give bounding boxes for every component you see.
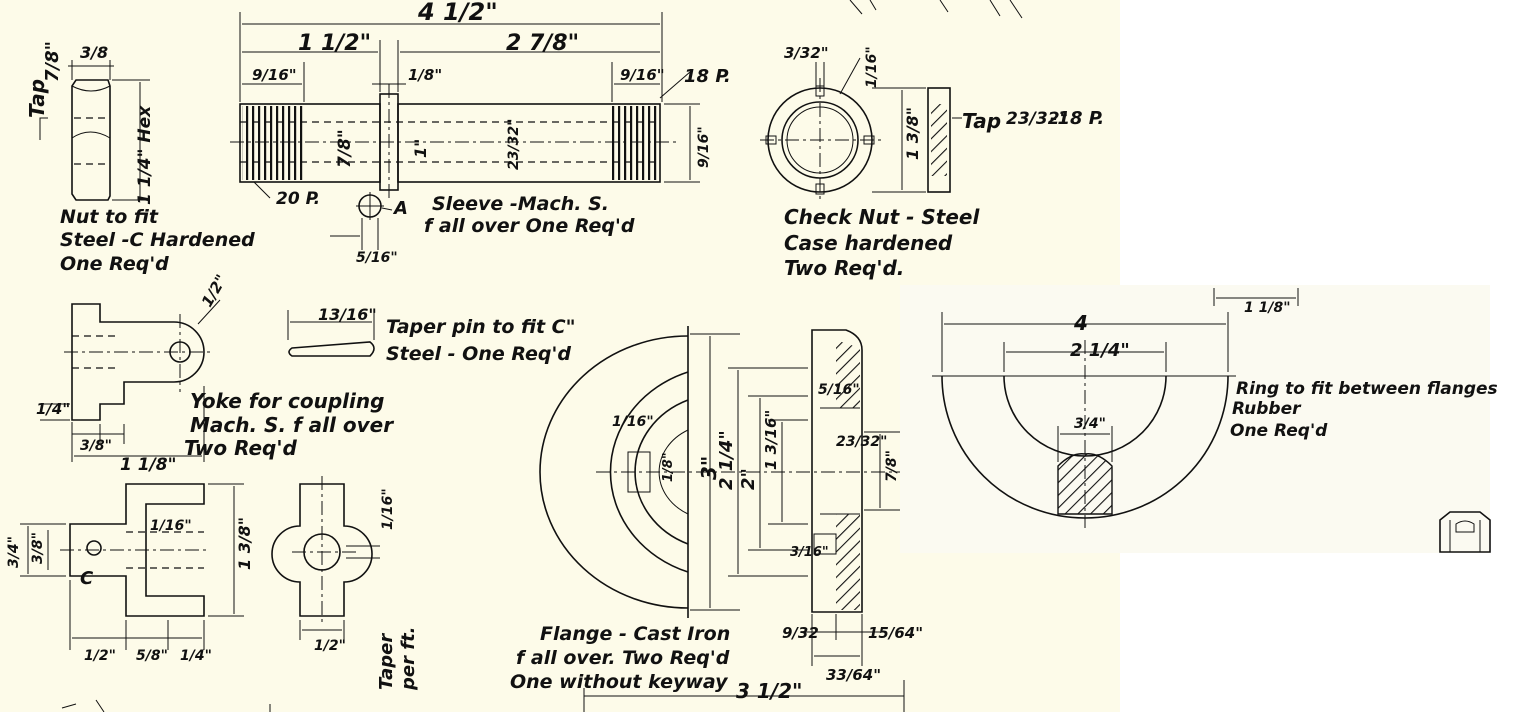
flange-d-step: 23/32" bbox=[836, 434, 887, 450]
nut-dim-top: 3/8 bbox=[80, 43, 108, 62]
yoke-height-dim: 1 3/8" bbox=[235, 517, 254, 570]
flange-d-small: 1/8" bbox=[661, 452, 676, 482]
flange-caption-1: Flange - Cast Iron bbox=[540, 623, 730, 645]
flange-d-inner: 2" bbox=[738, 468, 759, 490]
ring-view bbox=[932, 288, 1299, 528]
sleeve-collar-dim: 1/8" bbox=[408, 66, 442, 84]
yoke-side-bottom-dim: 1/2" bbox=[314, 638, 346, 654]
yoke-bottom-dim-3: 1/4" bbox=[180, 648, 212, 664]
check-nut-caption-2: Case hardened bbox=[784, 231, 953, 255]
sleeve-dia-bore: 23/32" bbox=[506, 119, 522, 170]
ring-caption-2: Rubber bbox=[1232, 399, 1302, 419]
ring-section-dim: 3/4" bbox=[1074, 416, 1106, 432]
sleeve-left-len: 1 1/2" bbox=[298, 31, 371, 56]
flange-d-hub-w: 5/16" bbox=[818, 382, 860, 398]
check-nut-slot-depth: 1/16" bbox=[864, 46, 880, 88]
yoke-caption-2: Mach. S. f all over bbox=[190, 413, 394, 437]
sleeve-hole-dim: 5/16" bbox=[356, 250, 398, 266]
check-nut-height: 1 3/8" bbox=[903, 107, 922, 160]
check-nut-caption-3: Two Req'd. bbox=[784, 256, 904, 280]
sleeve-dia-mid: 1" bbox=[411, 139, 430, 158]
flange-caption-3: One without keyway bbox=[510, 671, 729, 693]
ring-caption-1: Ring to fit between flanges bbox=[1236, 379, 1498, 399]
sleeve-right-len: 2 7/8" bbox=[506, 31, 579, 56]
flange-d-keyway: 3/16" bbox=[790, 545, 829, 560]
yoke-fork-dim: 1/16" bbox=[150, 518, 192, 534]
check-nut-tap-size: 23/32" bbox=[1006, 109, 1068, 129]
yoke-side-view bbox=[271, 476, 380, 640]
yoke-side-top-dim: 1/16" bbox=[380, 488, 396, 530]
flange-bottom-dim-3: 33/64" bbox=[826, 666, 881, 684]
check-nut-caption-1: Check Nut - Steel bbox=[784, 205, 980, 229]
yoke-view bbox=[40, 299, 221, 462]
flange-d-outer: 3" bbox=[697, 456, 721, 480]
check-nut-slot: 3/32" bbox=[784, 44, 829, 62]
nut-caption-2: Steel -C Hardened bbox=[60, 229, 255, 251]
yoke-caption-3: Two Req'd bbox=[184, 436, 297, 460]
yoke-left-dim-1: 3/4" bbox=[6, 536, 22, 568]
nut-tap-label: Tap bbox=[25, 79, 49, 118]
pin-caption-2: Steel - One Req'd bbox=[386, 343, 571, 365]
flange-d-bore: 7/8" bbox=[884, 450, 900, 482]
flange-view bbox=[539, 326, 905, 712]
ring-caption-3: One Req'd bbox=[1230, 421, 1328, 441]
yoke-bottom-dim-1: 1/2" bbox=[84, 648, 116, 664]
yoke-taper-note-2: per ft. bbox=[398, 626, 419, 691]
yoke-fork-view bbox=[20, 483, 244, 650]
sleeve-right-thread: 9/16" bbox=[620, 66, 665, 84]
yoke-shank-dim: 3/8" bbox=[80, 438, 112, 454]
paper-patch bbox=[900, 285, 1490, 553]
pin-caption-1: Taper pin to fit C" bbox=[386, 316, 576, 338]
flange-caption-2: f all over. Two Req'd bbox=[516, 647, 730, 669]
flange-bottom-overall: 3 1/2" bbox=[736, 679, 802, 703]
taper-pin-view bbox=[287, 310, 375, 357]
yoke-width-dim: 1 1/8" bbox=[120, 455, 176, 475]
nut-tap-size: 7/8" bbox=[42, 41, 63, 82]
nut-view bbox=[39, 60, 150, 201]
yoke-bottom-dim-2: 5/8" bbox=[136, 648, 168, 664]
yoke-left-dim-2: 3/8" bbox=[30, 532, 46, 564]
yoke-pin-label: C bbox=[80, 568, 94, 589]
flange-d-hub: 1 3/16" bbox=[762, 410, 780, 470]
sleeve-view bbox=[230, 12, 700, 250]
sleeve-dia-left: 7/8" bbox=[335, 129, 355, 168]
yoke-left-dim: 1/4" bbox=[36, 400, 70, 418]
yoke-caption-1: Yoke for coupling bbox=[190, 389, 384, 413]
sleeve-hole-label: A bbox=[392, 198, 408, 219]
sleeve-left-pitch: 20 P. bbox=[276, 189, 320, 209]
flange-d-mid: 2 1/4" bbox=[716, 430, 737, 490]
edge-fragments bbox=[61, 0, 1023, 713]
ring-inner-dim: 2 1/4" bbox=[1070, 340, 1130, 361]
nut-caption-1: Nut to fit bbox=[60, 206, 159, 228]
flange-bottom-dim-2: 15/64" bbox=[868, 624, 923, 642]
sleeve-left-thread: 9/16" bbox=[252, 66, 297, 84]
sleeve-right-pitch: 18 P. bbox=[684, 66, 731, 87]
nut-dim-hex: 1 1/4" Hex bbox=[135, 105, 155, 205]
ring-top-dim: 1 1/8" bbox=[1244, 300, 1291, 316]
flange-d-key: 1/16" bbox=[612, 414, 654, 430]
yoke-taper-note-1: Taper bbox=[376, 633, 397, 690]
check-nut-view bbox=[760, 57, 962, 202]
sleeve-dia-right: 9/16" bbox=[696, 126, 712, 168]
ring-outer-dim: 4 bbox=[1073, 311, 1088, 335]
pin-length-dim: 13/16" bbox=[318, 305, 377, 324]
check-nut-tap-prefix: Tap bbox=[962, 109, 1001, 133]
flange-bottom-dim-1: 9/32 bbox=[782, 624, 819, 642]
nut-caption-3: One Req'd bbox=[60, 253, 169, 275]
sleeve-overall-dim: 4 1/2" bbox=[417, 0, 498, 26]
check-nut-tap-pitch: -18 P. bbox=[1050, 108, 1104, 129]
sleeve-caption-2: f all over One Req'd bbox=[424, 215, 635, 237]
hex-nut-fragment bbox=[1439, 511, 1491, 553]
sleeve-caption-1: Sleeve -Mach. S. bbox=[432, 193, 609, 215]
